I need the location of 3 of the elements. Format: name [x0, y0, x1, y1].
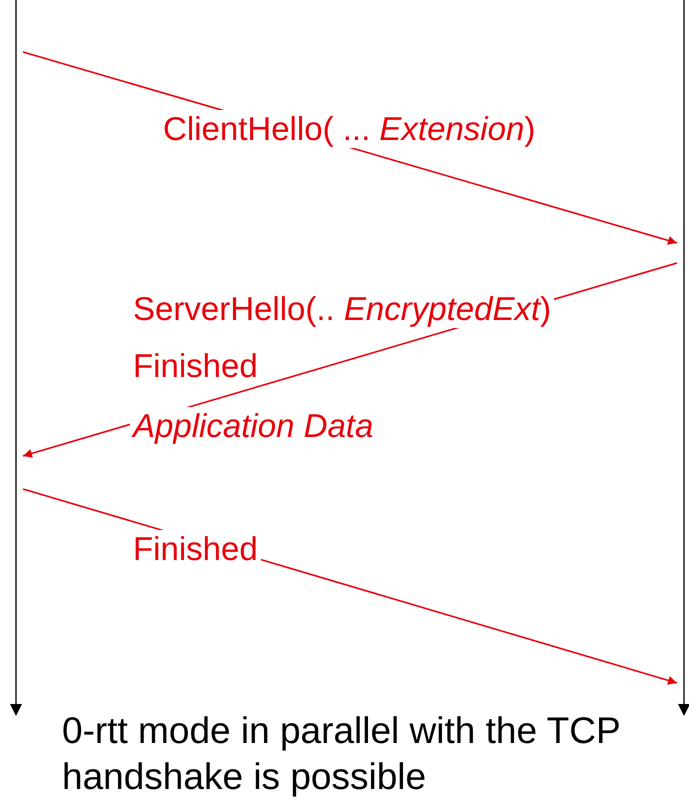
lifeline — [677, 0, 689, 716]
lifeline — [9, 0, 23, 716]
caption: 0-rtt mode in parallel with the TCP handshake is possible — [62, 709, 621, 799]
